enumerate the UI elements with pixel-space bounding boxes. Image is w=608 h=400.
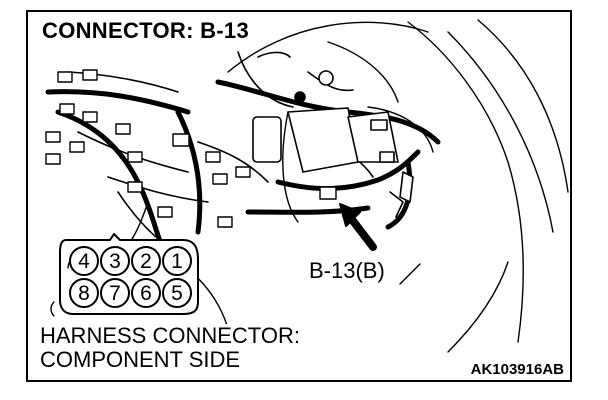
connector-pin-label-2: 2: [140, 250, 152, 273]
connector-pin-2: [131, 246, 161, 276]
figure-code: AK103916AB: [468, 361, 566, 378]
small-connectors: [45, 69, 337, 228]
caption-line-1: HARNESS CONNECTOR:: [40, 323, 300, 348]
connector-callout-label: B-13(B): [306, 258, 388, 284]
connector-pin-6: [131, 278, 161, 308]
connector-pin-label-6: 6: [140, 282, 152, 305]
diagram-title: CONNECTOR: B-13: [38, 18, 254, 44]
connector-pin-7: [100, 278, 130, 308]
connector-view-caption: HARNESS CONNECTOR: COMPONENT SIDE: [36, 324, 304, 372]
body-contours: [107, 19, 569, 353]
connector-pin-8: [69, 278, 99, 308]
connector-pin-3: [100, 246, 130, 276]
connector-pin-label-5: 5: [171, 282, 183, 305]
connector-pin-4: [69, 246, 99, 276]
connector-pin-label-4: 4: [78, 250, 90, 273]
component-boxes: [252, 107, 414, 218]
connector-pin-1: [162, 246, 192, 276]
connector-pin-label-8: 8: [78, 282, 90, 305]
connector-pin-label-7: 7: [109, 282, 121, 305]
callout-leader: [399, 263, 421, 285]
caption-line-2: COMPONENT SIDE: [40, 347, 241, 372]
connector-pin-label-1: 1: [171, 250, 183, 273]
connector-pin-label-3: 3: [109, 250, 121, 273]
pointer-arrow: [339, 203, 377, 251]
connector-pin-5: [162, 278, 192, 308]
grommet: [294, 70, 334, 103]
